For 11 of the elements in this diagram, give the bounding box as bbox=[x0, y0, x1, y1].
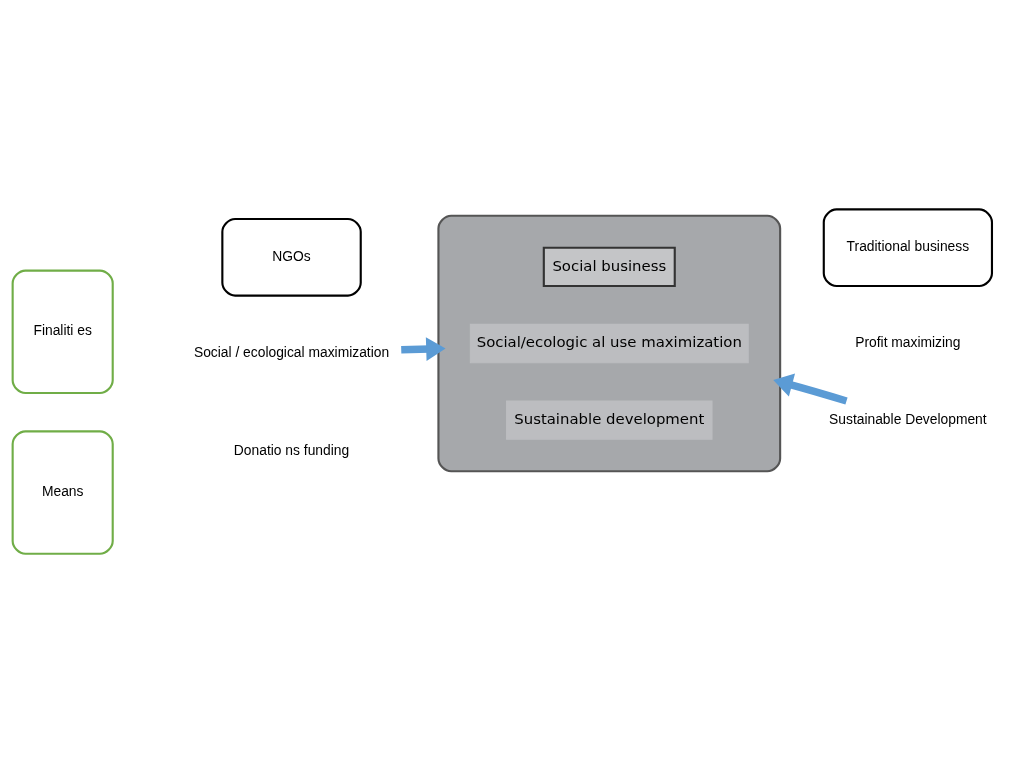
node-box: Finaliti es bbox=[11, 269, 114, 395]
label: Donatio ns funding bbox=[233, 441, 350, 458]
label: Profit maximizing bbox=[855, 334, 961, 351]
node-text: Social / ecological maximization bbox=[193, 343, 390, 360]
node-box: NGOs bbox=[221, 217, 362, 297]
cluster bbox=[437, 214, 782, 473]
node-box: Social business bbox=[542, 246, 676, 288]
arrow bbox=[773, 373, 848, 405]
node-text: Sustainable Development bbox=[829, 410, 987, 427]
node-box: Traditional business bbox=[822, 208, 994, 288]
node-box: Means bbox=[11, 430, 114, 555]
